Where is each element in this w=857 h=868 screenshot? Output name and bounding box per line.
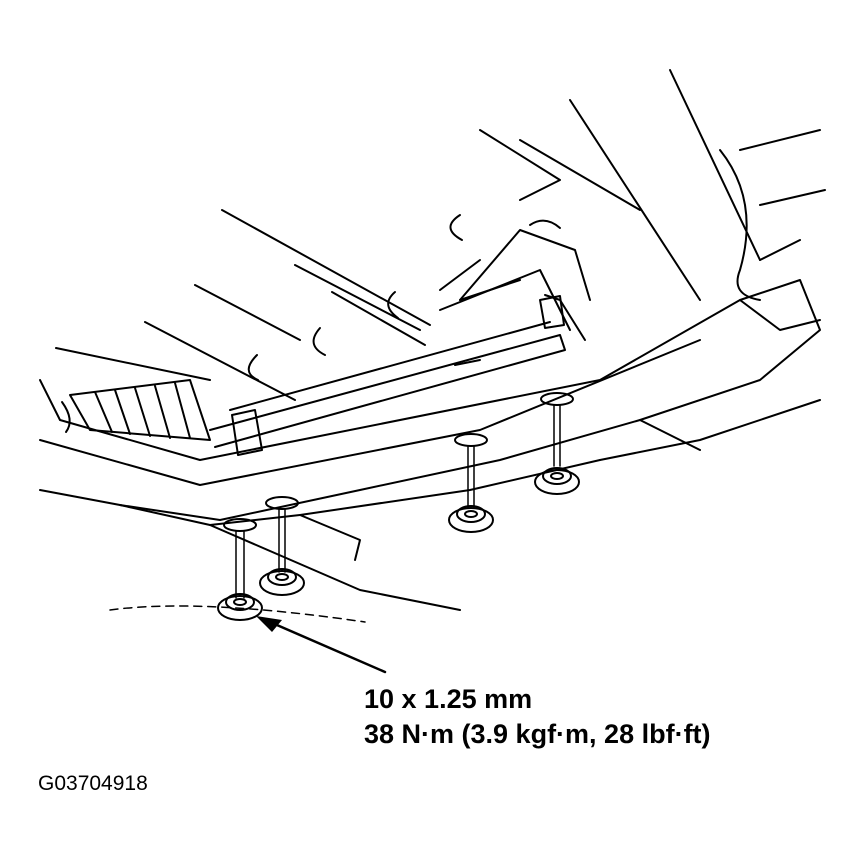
nut-2: [259, 568, 305, 596]
nut-4: [534, 467, 580, 495]
rubber-boot: [61, 379, 211, 441]
washers: [223, 392, 574, 532]
engine-outline: [55, 69, 826, 401]
bolt-size-label: 10 x 1.25 mm: [364, 684, 533, 714]
torque-spec-label: 38 N·m (3.9 kgf·m, 28 lbf·ft): [364, 719, 711, 749]
nut-1: [217, 593, 263, 621]
reference-dashed-line: [109, 605, 366, 623]
washer-4: [540, 392, 574, 406]
washer-3: [454, 433, 488, 447]
washer-1: [223, 518, 257, 532]
pipe-assembly: [209, 219, 591, 456]
leader-arrowhead: [256, 616, 282, 632]
nut-3: [448, 505, 494, 533]
washer-2: [265, 496, 299, 510]
figure-code: G03704918: [38, 772, 148, 795]
subframe-body: [39, 149, 821, 611]
leader-line: [268, 620, 387, 674]
alignment-lines: [235, 404, 561, 599]
torque-callout: 10 x 1.25 mm 38 N·m (3.9 kgf·m, 28 lbf·f…: [364, 682, 711, 752]
